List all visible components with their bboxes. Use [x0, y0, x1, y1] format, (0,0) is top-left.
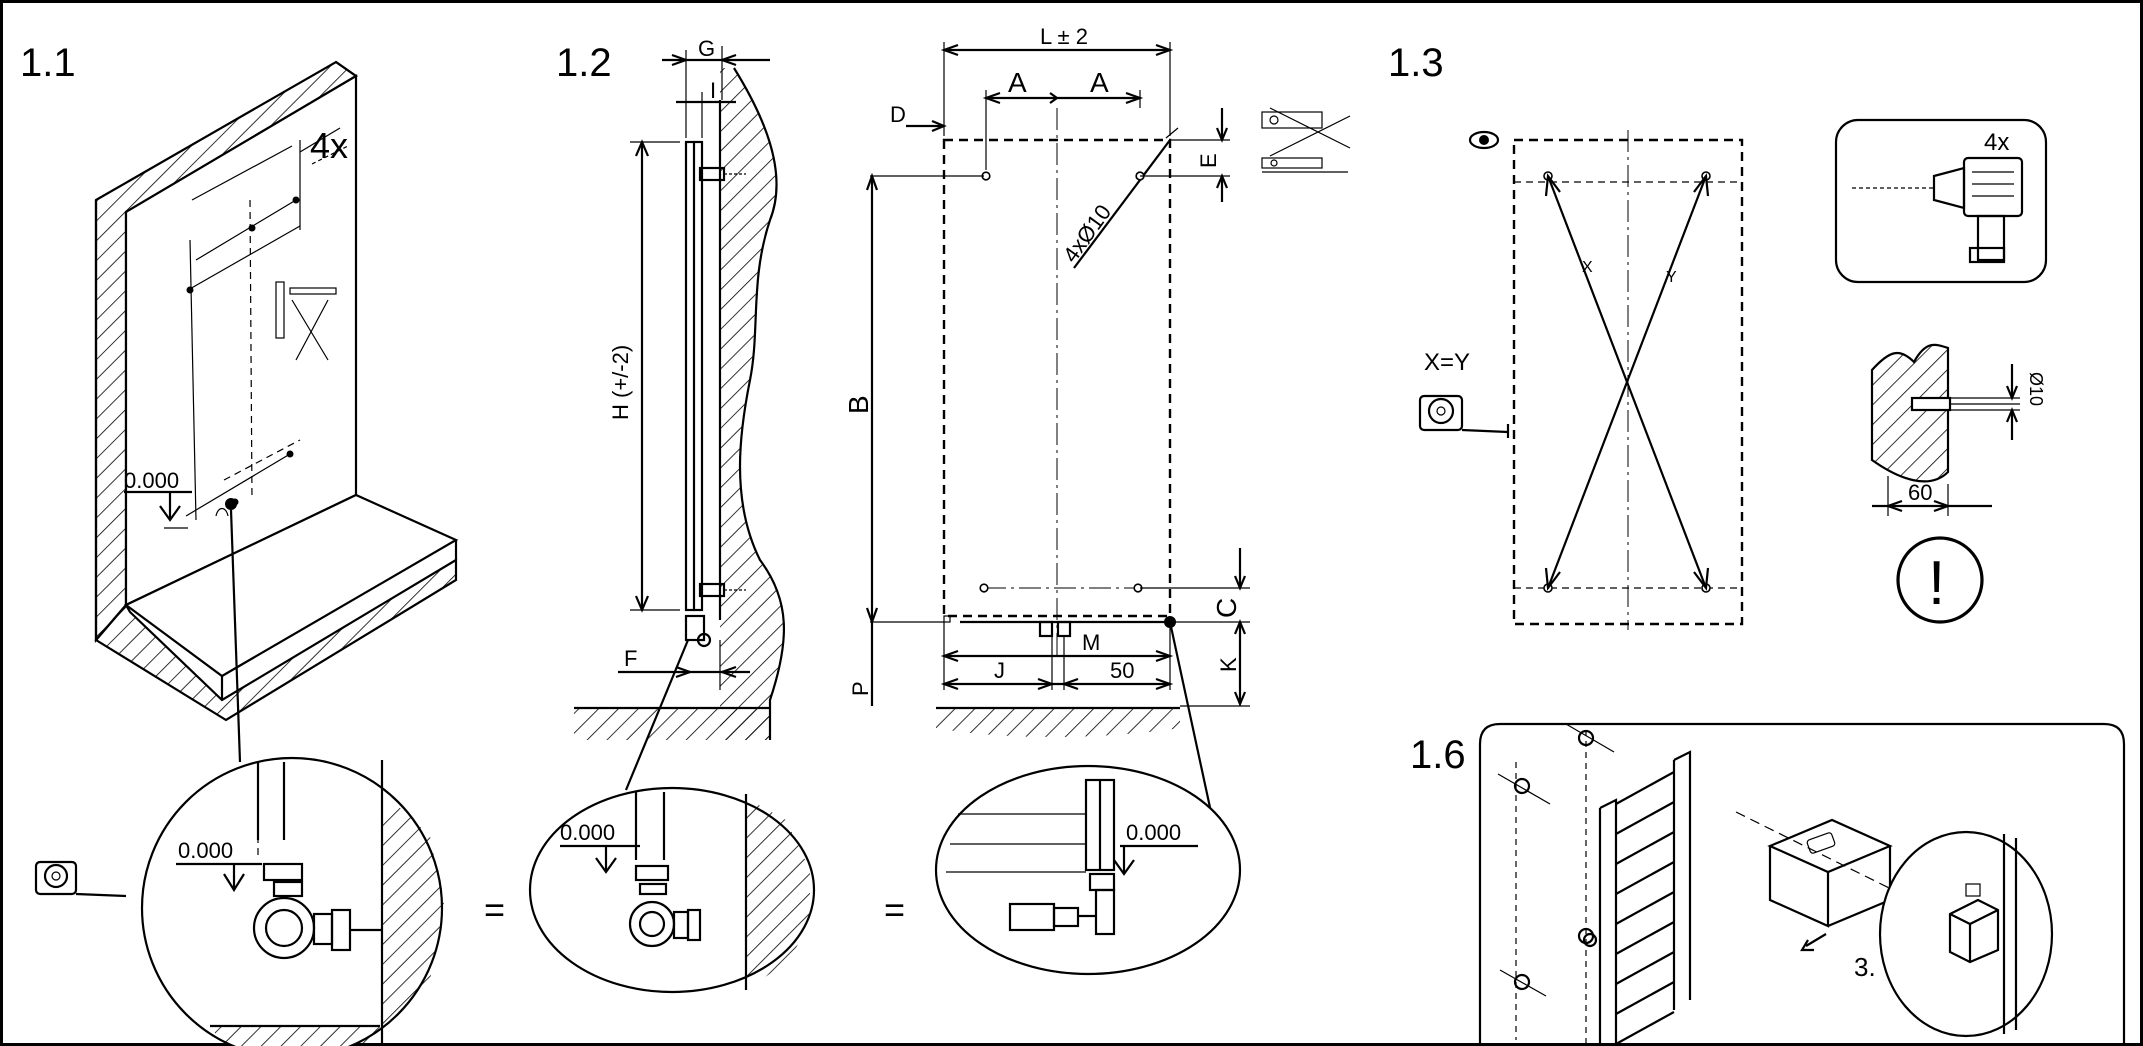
xy-equal-label: X=Y — [1424, 349, 1470, 376]
dim-B: B — [843, 395, 874, 414]
dim-G: G — [698, 36, 715, 61]
eye-icon — [1468, 130, 1500, 150]
tape-measure-icon-1-3 — [1418, 394, 1510, 438]
panel-1-1: 1.1 4x — [20, 41, 505, 1046]
dim-H: H (+/-2) — [608, 345, 633, 420]
detail-circle-1-6 — [1878, 830, 2054, 1038]
wall-marking-lines — [185, 127, 341, 521]
warning-icon: ! — [1896, 536, 1984, 624]
panel-1-3: 1.3 X Y X=Y 4x — [1388, 41, 2048, 630]
zero-level-label-1-1: 0.000 — [124, 468, 179, 493]
panel-1-2-front-view: 4xØ10 L ± 2 A A D E — [843, 24, 1351, 976]
drill-icon — [1852, 156, 2024, 264]
dim-F: F — [624, 646, 637, 671]
valve-marker — [225, 498, 237, 510]
diagonal-X: X — [1582, 259, 1593, 276]
detail-circle-1-2-right: 0.000 — [934, 764, 1242, 976]
drill-hole-section: 60 Ø10 — [1870, 343, 2046, 516]
detail-circle-1-1: 0.000 — [140, 756, 444, 1046]
detail-circle-1-2: 0.000 — [528, 786, 816, 994]
panel-1-2-side-view: 1.2 H (+/-2) G I — [528, 36, 905, 994]
dim-J: J — [994, 658, 1005, 683]
dim-A-left: A — [1008, 67, 1027, 98]
zero-detail-a: 0.000 — [178, 838, 233, 863]
tape-measure-icon — [34, 860, 127, 898]
dim-I: I — [710, 78, 716, 103]
section-label-1-3: 1.3 — [1388, 41, 1444, 85]
diagonal-Y: Y — [1666, 269, 1677, 286]
step-3-label: 3. — [1854, 952, 1876, 982]
panel-1-6: 1.6 — [1410, 722, 2126, 1046]
dim-C: C — [1211, 598, 1242, 618]
dim-A-right: A — [1090, 67, 1109, 98]
wall-dowels — [1497, 723, 1615, 1046]
spirit-level-icon-small — [1261, 107, 1351, 173]
section-label-1-2: 1.2 — [556, 41, 612, 85]
dim-M: M — [1082, 630, 1100, 655]
zero-detail-c: 0.000 — [1126, 820, 1181, 845]
section-label-1-1: 1.1 — [20, 41, 76, 85]
dim-P: P — [848, 681, 873, 696]
drill-box — [1834, 118, 2048, 284]
drill-depth: 60 — [1908, 480, 1932, 505]
hole-diameter-label: 4xØ10 — [1058, 200, 1116, 267]
section-label-1-6: 1.6 — [1410, 733, 1466, 777]
dim-E: E — [1196, 153, 1221, 168]
panel-1-6-frame — [1478, 722, 2126, 1046]
svg-text:!: ! — [1928, 549, 1945, 618]
equals-sign-2: = — [884, 889, 905, 930]
label-4x-1-3: 4x — [1984, 129, 2009, 156]
equals-sign-1: = — [484, 889, 505, 930]
dim-50: 50 — [1110, 658, 1134, 683]
label-4x-1-1: 4x — [310, 125, 348, 166]
spirit-level-icon — [275, 281, 337, 361]
drill-diameter: Ø10 — [2026, 372, 2046, 406]
zero-detail-b: 0.000 — [560, 820, 615, 845]
dim-D: D — [890, 102, 906, 127]
radiator-icon — [1582, 750, 1692, 1046]
dim-L: L ± 2 — [1040, 24, 1088, 49]
side-wall-hatch — [720, 68, 784, 740]
dim-K: K — [1216, 657, 1241, 672]
